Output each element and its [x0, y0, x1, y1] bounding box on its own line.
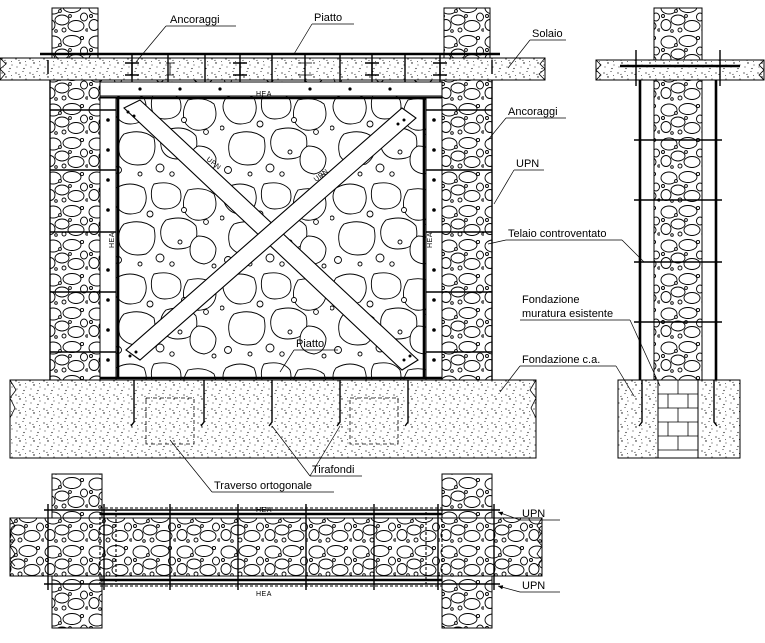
section-upn-right — [701, 79, 717, 381]
tirafondi — [130, 380, 409, 427]
label-solaio: Solaio — [532, 28, 563, 40]
label-telaio: Telaio controventato — [508, 228, 606, 240]
traverso-ortogonale — [145, 397, 195, 445]
section-ties — [634, 139, 722, 323]
tag-hea-plan-top: HEA — [256, 507, 272, 514]
label-upn-right: UPN — [516, 158, 539, 170]
break-mark — [529, 379, 537, 419]
label-fondazione-esistente-1: Fondazione — [522, 294, 580, 306]
section-upn-left — [639, 79, 655, 381]
plan-wall — [9, 517, 543, 577]
label-fondazione-ca: Fondazione c.a. — [522, 354, 600, 366]
break-mark — [0, 57, 7, 81]
label-ancoraggi-top: Ancoraggi — [170, 14, 220, 26]
elevation-view — [0, 7, 546, 459]
pier-left — [49, 79, 101, 381]
pier-right — [441, 79, 493, 381]
section-existing-foundation — [657, 379, 699, 459]
label-ancoraggi-right: Ancoraggi — [508, 106, 558, 118]
tag-hea-top: HEA — [256, 91, 272, 98]
section-wall-top — [653, 7, 703, 61]
label-tirafondi: Tirafondi — [312, 464, 354, 476]
section-wall — [653, 79, 703, 381]
foundation-ca — [9, 379, 537, 459]
section-slab — [595, 59, 765, 81]
slab-anchors — [40, 52, 500, 82]
pier-top-right — [443, 7, 491, 59]
upn-ties — [50, 109, 492, 353]
label-fondazione-esistente-2: muratura esistente — [522, 308, 613, 320]
tag-hea-right: HEA — [427, 232, 434, 248]
bolt-dots — [106, 87, 436, 362]
diagonal-bracing — [123, 99, 419, 371]
hea-beam-top — [99, 81, 443, 97]
plan-bolts — [47, 504, 495, 590]
label-upn-plan-bottom: UPN — [522, 580, 545, 592]
diagonal-upn-2 — [125, 107, 417, 361]
tag-hea-plan-bottom: HEA — [256, 591, 272, 598]
label-upn-plan-top: UPN — [522, 508, 545, 520]
tag-hea-left: HEA — [109, 232, 116, 248]
plan-view — [9, 473, 543, 629]
break-mark — [538, 57, 546, 81]
label-traverso: Traverso ortogonale — [214, 480, 312, 492]
traverso-ortogonale — [349, 397, 399, 445]
pier-top-left — [51, 7, 99, 59]
label-piatto-inner: Piatto — [296, 338, 324, 350]
section-view — [595, 7, 765, 459]
label-piatto-top: Piatto — [314, 12, 342, 24]
break-mark — [9, 379, 17, 419]
leaders — [135, 23, 661, 593]
